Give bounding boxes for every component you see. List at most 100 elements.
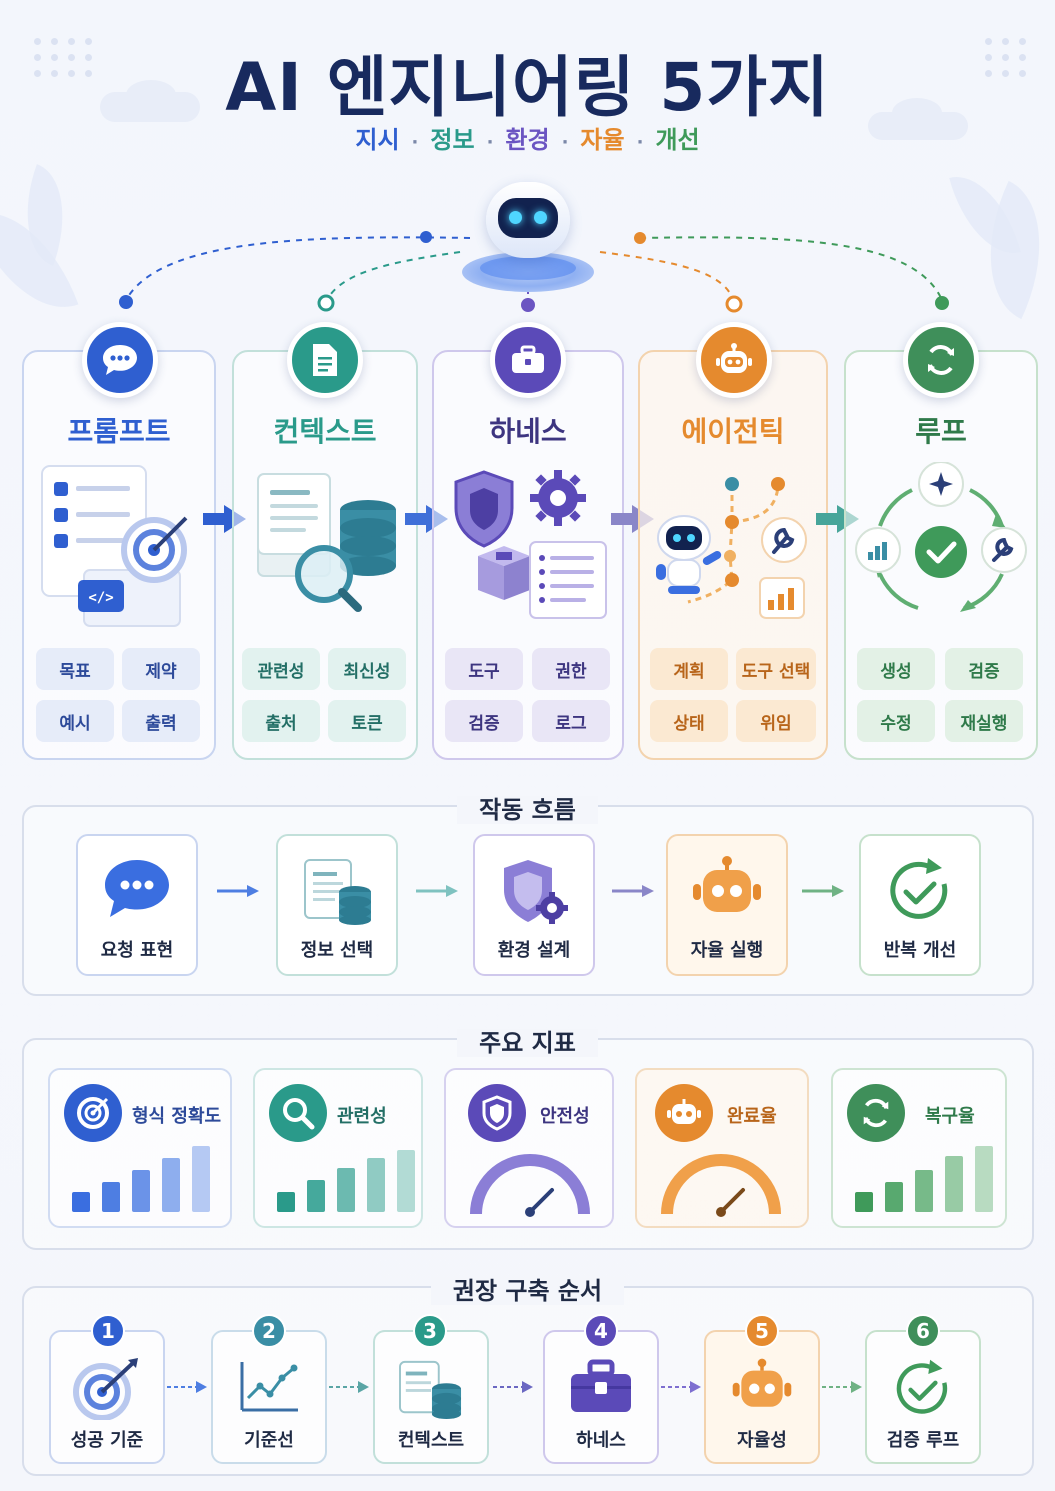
connector-to-context (325, 251, 461, 303)
checkbox (54, 534, 68, 548)
chart-bar (778, 594, 784, 610)
subtitle-separator: · (636, 132, 644, 153)
chat-bubble-icon (105, 860, 169, 917)
page-title: AI 엔지니어링 5가지 (225, 49, 830, 126)
magnifier-handle (338, 588, 362, 612)
mini-robot-eye (673, 534, 681, 542)
checklist-target-illustration: </> (41, 465, 188, 627)
build-arrow-2 (329, 1381, 369, 1393)
flow-step-env-design: 환경 설계 (473, 834, 595, 976)
robot-icon (696, 322, 772, 398)
flow-step-label: 요청 표현 (100, 940, 174, 961)
shield-inner (470, 488, 498, 530)
metric-gauge (661, 1154, 781, 1217)
build-step-6: 검증 루프 (865, 1330, 981, 1464)
toolbox-icon (571, 1359, 631, 1412)
metric-bar (277, 1192, 295, 1212)
toolbox-icon (490, 322, 566, 398)
line-chart-icon (240, 1362, 298, 1412)
robot-eye-left (509, 211, 522, 224)
plan-node (725, 515, 739, 529)
metric-label: 완료율 (727, 1106, 777, 1127)
chip-agentic-state: 상태 (650, 700, 728, 742)
robot-path-illustration (656, 477, 807, 619)
pillar-title-context: 컨텍스트 (273, 415, 377, 448)
flow-step-label: 자율 실행 (690, 940, 764, 961)
chip-loop-verify: 검증 (945, 648, 1023, 690)
cube-right (504, 556, 530, 600)
plan-node (725, 477, 739, 491)
cube-hole (496, 552, 512, 560)
mini-robot-face (666, 526, 702, 550)
build-step-label: 검증 루프 (886, 1430, 960, 1451)
build-arrow-1 (167, 1381, 207, 1393)
target-icon (64, 1084, 122, 1142)
doc-front (257, 473, 331, 555)
refresh-cycle-icon (903, 322, 979, 398)
database-bottom (340, 556, 396, 576)
section-title-metrics-text: 주요 지표 (457, 1029, 598, 1057)
checkbox (54, 508, 68, 522)
chip-prompt-example: 예시 (36, 700, 114, 742)
robot-platform-inner (480, 256, 576, 280)
pillar-arrow-3-stem (611, 513, 633, 525)
chart-bar (788, 588, 794, 610)
plan-node (725, 573, 739, 587)
flow-step-label: 정보 선택 (300, 940, 374, 961)
chip-context-source: 출처 (242, 700, 320, 742)
robot-icon (655, 1084, 713, 1142)
cube-left (478, 556, 504, 600)
build-step-2: 기준선 (211, 1330, 327, 1464)
pillar-title-loop: 루프 (915, 415, 967, 448)
decor-cloud-right-top (892, 98, 942, 128)
metric-bar (855, 1192, 873, 1212)
pillar-title-agentic: 에이전틱 (681, 415, 785, 448)
metric-bar (192, 1146, 210, 1212)
flow-step-info-select: 정보 선택 (276, 834, 398, 976)
line (270, 516, 318, 520)
robot-icon (693, 856, 761, 912)
metric-bar (337, 1168, 355, 1212)
chip-agentic-tool-select: 도구 선택 (736, 648, 816, 690)
flow-step-iterate: 반복 개선 (859, 834, 981, 976)
connector-to-prompt (125, 236, 471, 301)
wrench-glyph (992, 537, 1014, 562)
subtitle-word-4: 자율 (580, 126, 625, 154)
chip-loop-fix: 수정 (857, 700, 935, 742)
connector-node (634, 232, 646, 244)
metric-bar (162, 1158, 180, 1212)
connector-node (119, 295, 133, 309)
cycle-arrowhead (960, 600, 976, 612)
database-ring (340, 536, 396, 556)
build-arrow-5 (822, 1381, 862, 1393)
chip-harness-verify: 검증 (445, 700, 523, 742)
cycle-arrowhead (992, 514, 1006, 528)
shield-gear-box-illustration (454, 470, 607, 619)
gauge-needle (719, 1188, 745, 1214)
target-arrow (152, 516, 188, 552)
page-subtitle: 지시·정보·환경·자율·개선 (0, 120, 1055, 155)
chat-bubble-icon (82, 322, 158, 398)
flow-step-auto-exec: 자율 실행 (666, 834, 788, 976)
metric-label: 안전성 (540, 1106, 590, 1127)
subtitle-word-5: 개선 (655, 126, 700, 154)
build-step-5: 자율성 (704, 1330, 820, 1464)
build-step-number: 4 (584, 1314, 618, 1348)
line (76, 486, 130, 491)
metric-bar (72, 1192, 90, 1212)
subtitle-word-2: 정보 (430, 126, 475, 154)
chip-loop-generate: 생성 (857, 648, 935, 690)
build-step-number: 6 (906, 1314, 940, 1348)
gear-hole (550, 490, 566, 506)
metric-label: 복구율 (925, 1106, 975, 1127)
metric-bar (975, 1146, 993, 1212)
chip-loop-rerun: 재실행 (945, 700, 1023, 742)
target-icon (73, 1358, 138, 1420)
subtitle-separator: · (561, 132, 569, 153)
pillar-arrow-4-stem (816, 513, 838, 525)
metric-bar-chart (72, 1146, 210, 1212)
metric-bar (945, 1156, 963, 1212)
pillar-title-prompt: 프롬프트 (67, 415, 171, 448)
flow-step-label: 환경 설계 (497, 940, 571, 961)
subtitle-word-1: 지시 (355, 126, 400, 154)
